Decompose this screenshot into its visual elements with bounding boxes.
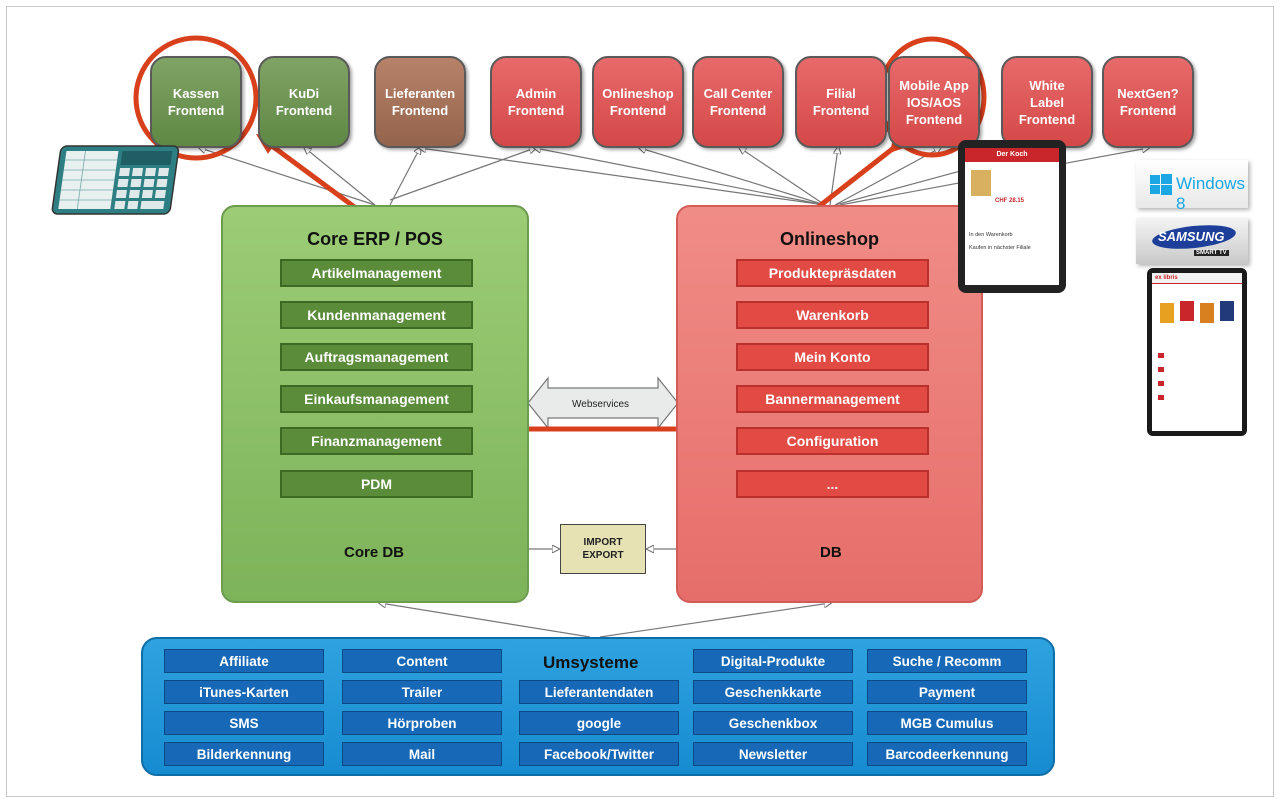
connector-umsysteme-core bbox=[380, 603, 591, 638]
red-arrow-mobile-shop bbox=[806, 141, 902, 217]
umsysteme-item: Affiliate bbox=[164, 649, 324, 673]
umsysteme-title: Umsysteme bbox=[543, 653, 639, 672]
umsysteme-item: Geschenkkarte bbox=[693, 680, 853, 704]
connector-callcenter bbox=[740, 148, 826, 206]
pos-terminal-image bbox=[51, 145, 180, 215]
umsysteme-item: iTunes-Karten bbox=[164, 680, 324, 704]
shop-title: Onlineshop bbox=[780, 229, 879, 249]
frontend-box: Onlineshop Frontend bbox=[592, 56, 684, 148]
shop-module: Configuration bbox=[736, 427, 929, 455]
connector-onlineshop bbox=[640, 148, 826, 206]
frontend-box: Kassen Frontend bbox=[150, 56, 242, 148]
samsung-smart-tv-logo: SAMSUNG SMART TV bbox=[1136, 218, 1248, 264]
frontend-box: Call Center Frontend bbox=[692, 56, 784, 148]
connector-kudi bbox=[305, 148, 376, 206]
umsysteme-item: Payment bbox=[867, 680, 1027, 704]
samsung-subtext: SMART TV bbox=[1194, 250, 1229, 256]
umsysteme-item: SMS bbox=[164, 711, 324, 735]
connector-kassen bbox=[200, 148, 376, 206]
windows8-logo: Windows 8 bbox=[1136, 160, 1248, 213]
tablet-image: Der Koch CHF 28.15 In den Warenkorb Kauf… bbox=[958, 140, 1066, 293]
windows-icon bbox=[1150, 174, 1172, 195]
umsysteme-item: Content bbox=[342, 649, 502, 673]
frontend-box: White Label Frontend bbox=[1001, 56, 1093, 148]
umsysteme-item: Digital-Produkte bbox=[693, 649, 853, 673]
umsysteme-item: Bilderkennung bbox=[164, 742, 324, 766]
core-module: Kundenmanagement bbox=[280, 301, 473, 329]
umsysteme-item: Lieferantendaten bbox=[519, 680, 679, 704]
shop-module: Warenkorb bbox=[736, 301, 929, 329]
frontend-box: Mobile App IOS/AOS Frontend bbox=[888, 56, 980, 148]
frontend-box: Filial Frontend bbox=[795, 56, 887, 148]
umsysteme-item: Barcodeerkennung bbox=[867, 742, 1027, 766]
phone-brand: ex libris bbox=[1152, 273, 1242, 284]
umsysteme-item: Suche / Recomm bbox=[867, 649, 1027, 673]
shop-module: Mein Konto bbox=[736, 343, 929, 371]
webservices-label: Webservices bbox=[572, 399, 630, 410]
tablet-price: CHF 28.15 bbox=[995, 198, 1025, 204]
core-module: Artikelmanagement bbox=[280, 259, 473, 287]
core-title: Core ERP / POS bbox=[307, 229, 443, 249]
frontend-box: Lieferanten Frontend bbox=[374, 56, 466, 148]
connector-lieferanten bbox=[389, 148, 420, 206]
frontend-box: KuDi Frontend bbox=[258, 56, 350, 148]
highlight-circle-kassen bbox=[133, 35, 259, 161]
import-export-box: IMPORT EXPORT bbox=[560, 524, 646, 574]
frontend-box: Admin Frontend bbox=[490, 56, 582, 148]
shop-module: Produktepräsdaten bbox=[736, 259, 929, 287]
umsysteme-item: google bbox=[519, 711, 679, 735]
connector-admin-core bbox=[389, 148, 535, 201]
core-db-label: Core DB bbox=[344, 544, 405, 561]
frontend-box: NextGen? Frontend bbox=[1102, 56, 1194, 148]
shop-module: Bannermanagement bbox=[736, 385, 929, 413]
connector-lieferanten-shop bbox=[420, 148, 826, 206]
tablet-store: Kaufen in nächster Filiale bbox=[969, 245, 1031, 251]
windows-text: Windows 8 bbox=[1176, 174, 1245, 213]
phone-image: ex libris bbox=[1147, 268, 1247, 436]
umsysteme-item: Newsletter bbox=[693, 742, 853, 766]
shop-db-label: DB bbox=[820, 544, 842, 561]
connector-admin bbox=[535, 148, 826, 206]
samsung-text: SAMSUNG bbox=[1158, 229, 1225, 244]
tablet-cta: In den Warenkorb bbox=[969, 232, 1013, 238]
umsysteme-item: Mail bbox=[342, 742, 502, 766]
connector-mobile bbox=[834, 148, 940, 206]
core-module: PDM bbox=[280, 470, 473, 498]
core-module: Auftragsmanagement bbox=[280, 343, 473, 371]
umsysteme-item: Geschenkbox bbox=[693, 711, 853, 735]
red-arrow-kassen-core bbox=[266, 140, 370, 220]
umsysteme-panel: Affiliate Content Digital-Produkte Suche / … bbox=[141, 637, 1055, 776]
tablet-header: Der Koch bbox=[965, 148, 1059, 162]
connector-umsysteme-shop bbox=[599, 603, 830, 638]
umsysteme-item: Trailer bbox=[342, 680, 502, 704]
shop-module: ... bbox=[736, 470, 929, 498]
umsysteme-item: Facebook/Twitter bbox=[519, 742, 679, 766]
core-module: Finanzmanagement bbox=[280, 427, 473, 455]
umsysteme-item: Hörproben bbox=[342, 711, 502, 735]
core-module: Einkaufsmanagement bbox=[280, 385, 473, 413]
umsysteme-item: MGB Cumulus bbox=[867, 711, 1027, 735]
